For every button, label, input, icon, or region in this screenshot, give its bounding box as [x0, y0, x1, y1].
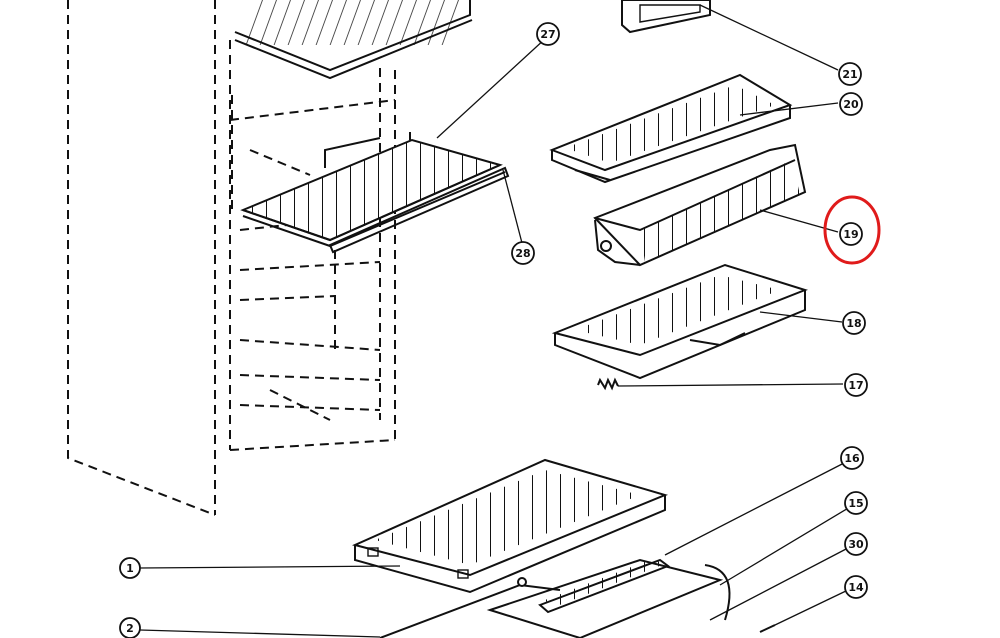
callout-27-label: 27	[540, 28, 555, 41]
callout-2: 2	[119, 617, 141, 638]
part-21	[621, 0, 711, 34]
part-19	[593, 143, 807, 267]
callout-16: 16	[840, 446, 864, 470]
callout-18-label: 18	[846, 317, 861, 330]
trim-28	[328, 166, 510, 254]
cabinet-outline	[67, 0, 396, 516]
top-shelf	[233, 0, 473, 80]
callout-21: 21	[838, 62, 862, 86]
callout-21-label: 21	[842, 68, 857, 81]
callout-20: 20	[839, 92, 863, 116]
shelf-27	[240, 132, 506, 248]
lower-panel	[379, 558, 776, 638]
callout-30: 30	[844, 532, 868, 556]
callout-27: 27	[536, 22, 560, 46]
callout-19-label: 19	[843, 228, 858, 241]
callout-15-label: 15	[848, 497, 863, 510]
callout-15: 15	[844, 491, 868, 515]
callout-14-label: 14	[848, 581, 864, 594]
callout-2-label: 2	[126, 622, 134, 635]
part-18	[551, 263, 809, 380]
callout-28: 28	[511, 241, 535, 265]
callout-17-label: 17	[848, 379, 863, 392]
callout-16-label: 16	[844, 452, 860, 465]
callout-20-label: 20	[843, 98, 859, 111]
callout-14: 14	[844, 575, 868, 599]
callout-19: 19	[839, 222, 863, 246]
callout-17: 17	[844, 373, 868, 397]
part-1	[351, 458, 669, 594]
callout-18: 18	[842, 311, 866, 335]
callout-1: 1	[119, 557, 141, 579]
highlight-ring	[823, 195, 881, 265]
part-17	[597, 377, 619, 391]
callout-30-label: 30	[848, 538, 864, 551]
callout-28-label: 28	[515, 247, 530, 260]
leader-lines	[139, 4, 851, 638]
part-20	[549, 73, 793, 184]
callout-1-label: 1	[126, 562, 134, 575]
